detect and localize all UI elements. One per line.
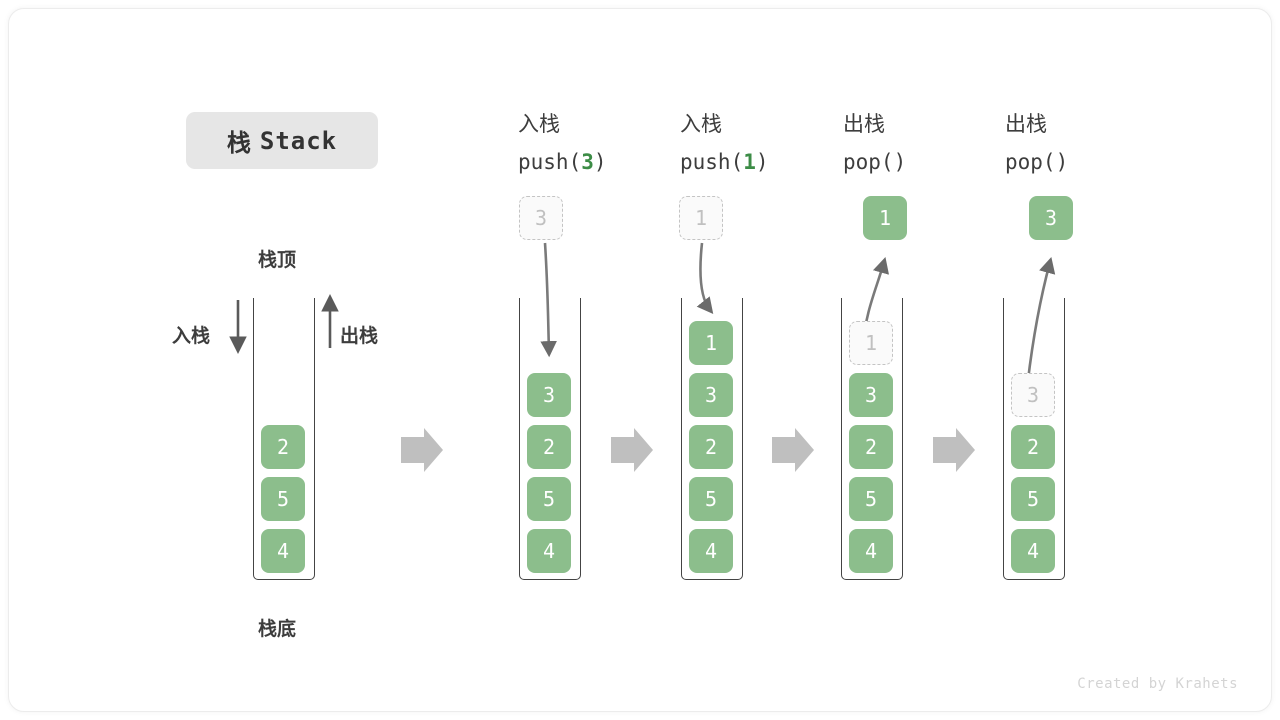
stack-cell: 1	[689, 321, 733, 365]
step-label-pop-1: 出栈 pop()	[843, 105, 906, 181]
step-op-cn: 出栈	[843, 112, 885, 136]
stack-bottom-label: 栈底	[258, 618, 297, 640]
stack-cell: 4	[1011, 529, 1055, 573]
step-op-cn: 出栈	[1005, 112, 1047, 136]
incoming-ghost-cell: 3	[519, 196, 563, 240]
step-label-pop-3: 出栈 pop()	[1005, 105, 1068, 181]
step-op-suffix: )	[1055, 150, 1069, 174]
step-op-suffix: )	[893, 150, 907, 174]
step-op-cn: 入栈	[680, 112, 722, 136]
step-op-suffix: )	[593, 150, 607, 174]
title-cn: 栈	[226, 129, 252, 157]
pop-label: 出栈	[340, 325, 379, 347]
credit-text: Created by Krahets	[1077, 676, 1238, 692]
stack-cell: 5	[261, 477, 305, 521]
outgoing-cell: 3	[1029, 196, 1073, 240]
stack-cell-ghost: 1	[849, 321, 893, 365]
stack-cell: 5	[527, 477, 571, 521]
push-label: 入栈	[172, 325, 211, 347]
stack-container-push-3	[519, 298, 581, 580]
stack-container-pop-3	[1003, 298, 1065, 580]
stack-container-push-1	[681, 298, 743, 580]
incoming-ghost-cell: 1	[679, 196, 723, 240]
step-label-push-1: 入栈 push(1)	[680, 105, 769, 181]
stack-cell-ghost: 3	[1011, 373, 1055, 417]
stack-container-initial	[253, 298, 315, 580]
stack-cell: 4	[849, 529, 893, 573]
step-op-prefix: pop(	[1005, 150, 1056, 174]
step-op-arg: 1	[743, 150, 756, 174]
stack-cell: 2	[527, 425, 571, 469]
stack-cell: 2	[689, 425, 733, 469]
step-op-prefix: push(	[680, 150, 744, 174]
stack-cell: 4	[261, 529, 305, 573]
stack-cell: 3	[849, 373, 893, 417]
stack-container-pop-1	[841, 298, 903, 580]
step-op-prefix: pop(	[843, 150, 894, 174]
step-op-suffix: )	[755, 150, 769, 174]
stack-cell: 3	[527, 373, 571, 417]
step-op-cn: 入栈	[518, 112, 560, 136]
stack-cell: 5	[1011, 477, 1055, 521]
stack-top-label: 栈顶	[258, 249, 297, 271]
outgoing-cell: 1	[863, 196, 907, 240]
stack-cell: 3	[689, 373, 733, 417]
stack-cell: 5	[689, 477, 733, 521]
stack-cell: 2	[261, 425, 305, 469]
stack-cell: 4	[527, 529, 571, 573]
step-op-prefix: push(	[518, 150, 582, 174]
stack-cell: 2	[849, 425, 893, 469]
stack-cell: 2	[1011, 425, 1055, 469]
stack-cell: 4	[689, 529, 733, 573]
step-label-push-3: 入栈 push(3)	[518, 105, 607, 181]
stack-cell: 5	[849, 477, 893, 521]
step-op-arg: 3	[581, 150, 594, 174]
title-en: Stack	[259, 126, 338, 155]
